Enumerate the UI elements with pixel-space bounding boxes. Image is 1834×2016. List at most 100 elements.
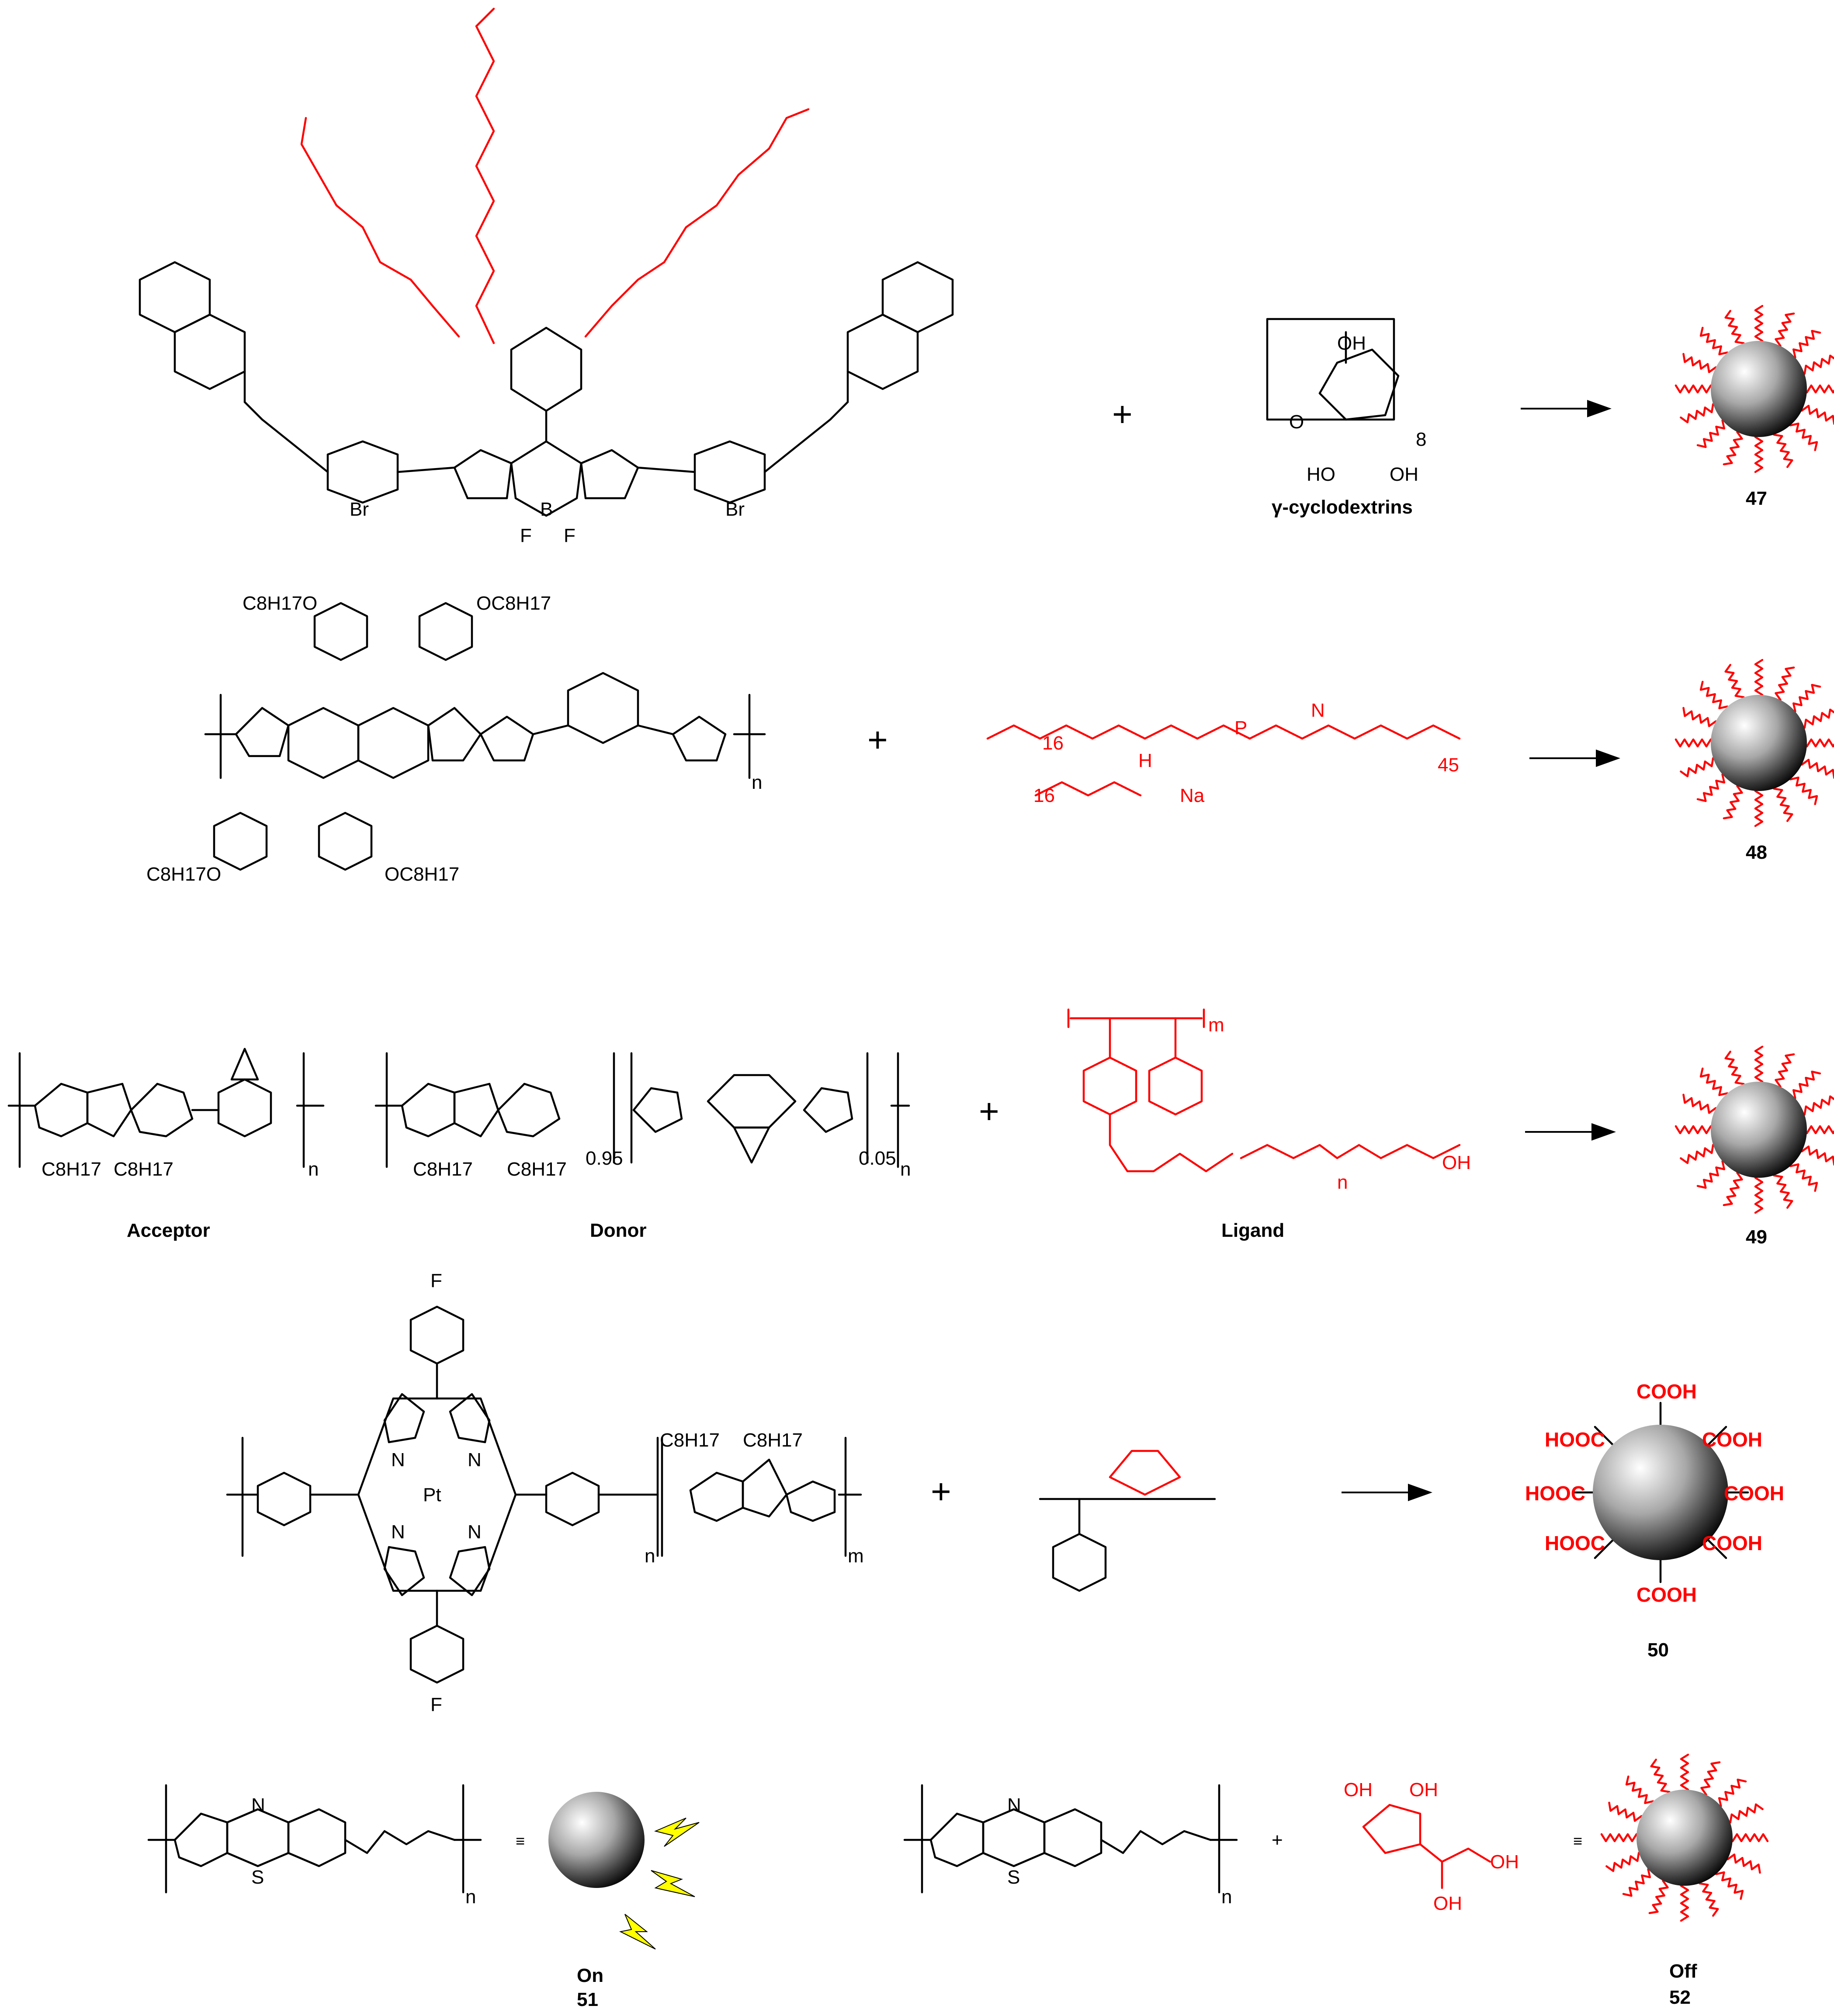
cooh-bottom: COOH [1636,1583,1697,1606]
fluorine-top: F [430,1270,442,1291]
surface-ligand-squiggle [1622,1868,1651,1897]
carboxyl-spokes [1572,1402,1749,1583]
row1-gamma-cyclodextrin: OH O HO OH 8 γ-cyclodextrins [1266,318,1426,518]
lipid-h: H [1138,750,1152,771]
surface-ligand-squiggle [1773,1174,1793,1209]
cooh-top: COOH [1636,1380,1697,1403]
donor-repeat-n: n [900,1159,911,1180]
off-label: Off [1669,1960,1697,1982]
surface-ligand-squiggle [1773,434,1793,468]
surface-ligand-squiggle [1723,785,1743,819]
surface-ligand-squiggle [1675,738,1712,748]
nanoparticle-sphere-1 [1711,341,1807,437]
row2-polymer: C8H17O OC8H17 C8H17O OC8H17 n [146,593,766,885]
porphyrin-n-1: N [391,1449,405,1471]
product-number-49: 49 [1746,1226,1767,1248]
row2-peg-lipid: 16 16 H P Na N 45 [986,700,1461,806]
surface-ligand-squiggle [1754,305,1764,342]
ascorbic-oh-1: OH [1344,1779,1373,1801]
surface-ligand-squiggle [1715,1871,1744,1900]
lipid-chain-16a: 16 [1042,732,1064,754]
surface-ligand-squiggle [1789,422,1818,451]
substituent-top-left: C8H17O [243,593,317,614]
row5a-sulfur: S [251,1867,264,1888]
surface-ligand-squiggle [1608,1801,1643,1822]
surface-ligand-squiggle [1675,384,1712,394]
row5-ascorbic-acid: OH OH OH OH [1344,1779,1519,1914]
surface-ligand-squiggle [1724,664,1745,698]
row4-repeat-n: n [645,1545,655,1567]
surface-ligand-squiggle [1680,1884,1689,1922]
acceptor-label: Acceptor [127,1220,210,1241]
nanoparticle-sphere-3 [1711,1082,1807,1178]
hooc-left: HOOC [1525,1482,1585,1505]
donor-c8h17-2: C8H17 [507,1159,567,1180]
surface-ligand-squiggle [1754,659,1764,696]
surface-ligand-squiggle [1803,1095,1834,1116]
surface-ligand-squiggle [1699,1067,1729,1096]
row3-donor: C8H17 C8H17 0.95 0.05 n Donor [374,1052,911,1241]
surface-ligand-squiggle [1600,1833,1638,1843]
counterion-right: Br [725,499,745,520]
row4-c8h17-1: C8H17 [660,1430,720,1451]
row5a-repeat-n: n [465,1886,476,1908]
cooh-right: COOH [1724,1482,1784,1505]
ligand-label: Ligand [1221,1220,1284,1241]
surface-ligand-squiggle [1724,1051,1745,1085]
row5-off-nanoparticle: Off 52 [1600,1753,1769,2008]
lipid-phosphorus: P [1234,717,1247,739]
surface-ligand-squiggle [1806,384,1834,394]
surface-ligand-squiggle [1699,326,1729,356]
surface-ligand-squiggle [1731,1833,1769,1843]
row4-carboxyl-nanoparticle: COOH COOH COOH COOH COOH HOOC HOOC HOOC … [1525,1380,1784,1661]
porphyrin-n-3: N [391,1521,405,1543]
row4-repeat-m: m [848,1545,864,1567]
surface-ligand-squiggle [1775,666,1795,701]
surface-ligand-squiggle [1754,790,1764,827]
fluorine-label-2: F [564,525,576,546]
product-number-52: 52 [1669,1987,1691,2008]
plus-sign-1: + [1112,395,1133,434]
row1-bodipy-monomer: Br Br B F F [139,7,954,546]
row5a-nitrogen: N [251,1794,265,1816]
product-number-51: 51 [577,1989,598,2010]
row5b-repeat-n: n [1221,1886,1232,1908]
equivalence-sign-2: ≡ [1573,1832,1582,1850]
donor-label: Donor [590,1220,647,1241]
plus-sign-2: + [867,720,888,759]
lipid-chain-16b: 16 [1033,785,1055,806]
surface-ligand-squiggle [1650,1759,1671,1793]
surface-ligand-squiggle [1680,403,1714,423]
cooh-top-right: COOH [1702,1428,1762,1451]
row1-nanoparticle: 47 [1675,305,1834,509]
row3-acceptor: C8H17 C8H17 n Acceptor [7,1048,325,1241]
acceptor-c8h17-2: C8H17 [114,1159,173,1180]
hooc-bottom-left: HOOC [1545,1532,1605,1555]
surface-ligand-squiggle [1723,431,1743,465]
repeat-unit-n-row2: n [752,772,762,793]
surface-ligand-squiggle [1801,759,1834,779]
ascorbic-oh-4: OH [1433,1893,1462,1914]
surface-ligand-squiggle [1806,1125,1834,1135]
lightning-bolt-icon-1 [654,1818,700,1847]
donor-fraction-1: 0.95 [586,1148,623,1169]
surface-ligand-squiggle [1723,1172,1743,1206]
nanoparticle-sphere-off [1636,1790,1733,1886]
counterion-left: Br [350,499,369,520]
row5b-sulfur: S [1007,1867,1020,1888]
row4-porphyrin-polymer: Pt N N N N F F C8H17 C8H17 n m [226,1270,864,1715]
porphyrin-n-4: N [468,1521,482,1543]
surface-ligand-squiggle [1680,757,1714,777]
ligand-oh: OH [1442,1152,1471,1173]
surface-ligand-squiggle [1801,1145,1834,1166]
surface-ligand-squiggle [1775,1053,1795,1088]
row3-ligand: m n OH Ligand [1067,1008,1471,1241]
substituent-top-right: OC8H17 [476,593,551,614]
nanoparticle-sphere-2 [1711,695,1807,791]
nanoparticle-sphere-4 [1593,1425,1728,1560]
surface-ligand-squiggle [1792,330,1821,359]
donor-fraction-2: 0.05 [859,1148,896,1169]
plus-sign-5: + [1272,1829,1283,1851]
nanoparticle-fringe-1 [1675,305,1834,473]
surface-ligand-squiggle [1682,1093,1717,1114]
